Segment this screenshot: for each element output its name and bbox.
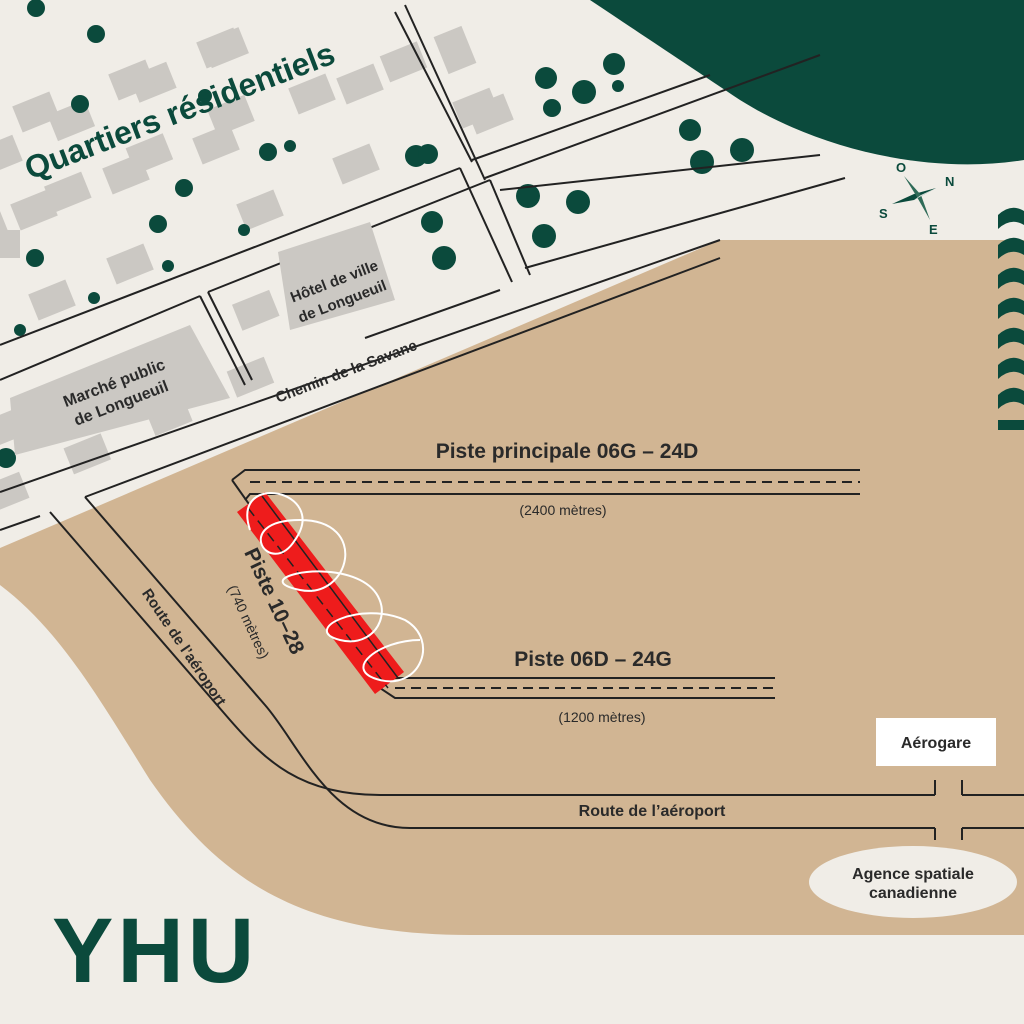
runway-10-28 bbox=[231, 479, 424, 694]
space-agency-building[interactable] bbox=[809, 846, 1017, 918]
runway-secondary-name: Piste 06D – 24G bbox=[514, 648, 672, 671]
runway-secondary bbox=[379, 677, 775, 699]
compass-e: E bbox=[929, 222, 938, 237]
airport-ground bbox=[0, 240, 1024, 935]
runway-secondary-length: (1200 mètres) bbox=[558, 709, 645, 725]
water-waves bbox=[998, 207, 1024, 430]
trees bbox=[0, 0, 754, 468]
road-label-route-aeroport-horiz: Route de l’aéroport bbox=[579, 803, 726, 820]
space-agency-label-line2: canadienne bbox=[869, 885, 957, 902]
townhall-building[interactable] bbox=[278, 222, 395, 330]
runway-main-length: (2400 mètres) bbox=[519, 502, 606, 518]
space-agency-label-line1: Agence spatiale bbox=[852, 866, 974, 883]
terminal-building[interactable] bbox=[876, 718, 996, 766]
compass-rose: O N S E bbox=[879, 160, 954, 237]
runway-main-name: Piste principale 06G – 24D bbox=[436, 440, 699, 463]
terminal-label: Aérogare bbox=[901, 735, 971, 752]
forest-area bbox=[590, 0, 1024, 165]
compass-n: N bbox=[945, 174, 954, 189]
airport-code-logo: YHU bbox=[52, 900, 258, 1002]
roads bbox=[0, 4, 1024, 840]
compass-o: O bbox=[896, 160, 906, 175]
runway-main bbox=[231, 469, 860, 501]
compass-s: S bbox=[879, 206, 888, 221]
market-building[interactable] bbox=[10, 325, 230, 455]
